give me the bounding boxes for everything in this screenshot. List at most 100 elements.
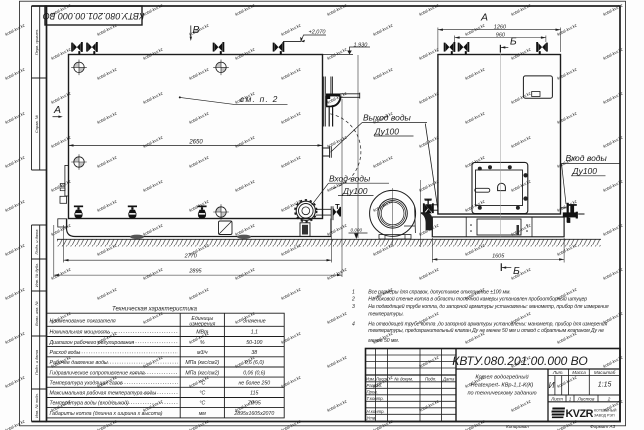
svg-text:Листов: Листов — [577, 396, 595, 401]
svg-text:Лист: Лист — [550, 396, 563, 401]
svg-text:1605: 1605 — [492, 253, 505, 259]
svg-text:Масса: Масса — [572, 370, 586, 375]
svg-text:Наименование показателя: Наименование показателя — [50, 319, 116, 325]
svg-text:KVZR: KVZR — [566, 408, 594, 420]
svg-text:Температура уходящих газов: Температура уходящих газов — [50, 380, 123, 386]
svg-text:2770: 2770 — [184, 254, 198, 260]
svg-text:не более 250: не более 250 — [238, 380, 270, 386]
svg-text:КВТУ.080.201.00.000 ВО: КВТУ.080.201.00.000 ВО — [43, 11, 145, 21]
svg-text:№ докум.: № докум. — [394, 377, 413, 382]
svg-text:Температура воды (вход/выход): Температура воды (вход/выход) — [50, 401, 129, 407]
svg-text:Расход воды: Расход воды — [50, 350, 81, 356]
svg-text:ЗАВОД РЭП: ЗАВОД РЭП — [594, 414, 615, 418]
svg-text:Выход воды: Выход воды — [363, 113, 412, 123]
svg-text:1: 1 — [569, 396, 572, 401]
svg-text:На подводящей трубе котла, д: На подводящей трубе котла, до запорной а… — [368, 303, 609, 310]
svg-text:Габариты котла (длинна х ширин: Габариты котла (длинна х ширина х высота… — [50, 411, 163, 417]
svg-text:Максимальная рабочая температу: Максимальная рабочая температура воды — [50, 391, 157, 397]
svg-text:0,06 (0,6): 0,06 (0,6) — [243, 370, 265, 376]
svg-text:Вход воды: Вход воды — [566, 153, 608, 163]
svg-text:Изм.: Изм. — [366, 377, 375, 382]
svg-text:Б: Б — [513, 265, 520, 277]
svg-text:МПа (кгс/см2): МПа (кгс/см2) — [185, 360, 219, 366]
svg-text:КОТЕЛЬНЫЙ: КОТЕЛЬНЫЙ — [594, 409, 617, 413]
svg-text:3: 3 — [352, 304, 355, 310]
svg-text:Т.контр.: Т.контр. — [367, 396, 384, 401]
svg-text:1,930: 1,930 — [354, 42, 369, 48]
svg-text:см. п. 2: см. п. 2 — [240, 94, 279, 104]
svg-text:Ду100: Ду100 — [342, 186, 368, 196]
svg-text:А: А — [480, 12, 488, 24]
svg-text:Инв. № дубл.: Инв. № дубл. — [34, 263, 39, 288]
svg-text:Heatexpert- КВр-1,1-К(К): Heatexpert- КВр-1,1-К(К) — [471, 383, 534, 389]
svg-text:4: 4 — [352, 321, 355, 327]
svg-text:70/95: 70/95 — [248, 401, 261, 407]
svg-text:Значение: Значение — [243, 319, 266, 325]
svg-text:Н.контр.: Н.контр. — [367, 409, 385, 414]
svg-text:Перв. примен.: Перв. примен. — [34, 29, 39, 56]
svg-text:Ду100: Ду100 — [374, 126, 400, 136]
svg-text:И: И — [549, 381, 555, 390]
svg-text:МПа (кгс/см2): МПа (кгс/см2) — [185, 370, 219, 376]
svg-text:На боковой стенке котла в обла: На боковой стенке котла в области топочн… — [368, 296, 587, 303]
svg-text:2650: 2650 — [188, 140, 203, 146]
svg-text:Котел водогрейный: Котел водогрейный — [475, 374, 528, 381]
svg-text:Масштаб: Масштаб — [594, 370, 616, 375]
svg-text:Рабочее давление воды: Рабочее давление воды — [50, 360, 108, 366]
svg-text:температуры, предохранительный: температуры, предохранительный клапан Ду… — [368, 327, 604, 334]
svg-text:1,1: 1,1 — [251, 330, 258, 336]
svg-text:В: В — [193, 24, 200, 36]
svg-text:Гидравлическое сопротивление к: Гидравлическое сопротивление котла — [50, 370, 145, 376]
svg-text:115: 115 — [250, 391, 258, 397]
svg-text:0,6 (6,0): 0,6 (6,0) — [245, 360, 265, 366]
svg-text:1:15: 1:15 — [598, 382, 612, 389]
svg-text:2895х1605х2070: 2895х1605х2070 — [233, 411, 274, 417]
svg-text:%: % — [200, 340, 205, 346]
svg-text:Лит.: Лит. — [552, 370, 564, 375]
svg-text:МВт: МВт — [196, 330, 209, 336]
svg-text:1260: 1260 — [494, 24, 507, 30]
svg-text:°С: °С — [199, 380, 205, 386]
svg-text:0.000: 0.000 — [351, 228, 363, 233]
svg-text:по техническому заданию: по техническому заданию — [467, 391, 537, 397]
svg-text:960: 960 — [496, 32, 506, 38]
svg-text:А: А — [53, 104, 61, 116]
svg-text:м3/ч: м3/ч — [197, 350, 208, 356]
svg-text:Копировал: Копировал — [506, 424, 529, 429]
svg-text:Инв. № подл.: Инв. № подл. — [34, 393, 39, 418]
svg-text:Лист: Лист — [375, 377, 387, 382]
svg-text:Подп.: Подп. — [425, 377, 436, 382]
svg-text:50-100: 50-100 — [246, 340, 262, 346]
svg-text:Формат А3: Формат А3 — [590, 424, 616, 429]
svg-text:На отводящей трубе котла ,до з: На отводящей трубе котла ,до запорной ар… — [368, 320, 607, 327]
svg-text:Дата: Дата — [442, 377, 455, 382]
svg-text:2: 2 — [607, 396, 611, 401]
svg-text:Б: Б — [510, 35, 517, 47]
svg-text:°С: °С — [199, 401, 205, 407]
svg-text:менее 50 мм.: менее 50 мм. — [368, 338, 399, 344]
svg-text:+2,070: +2,070 — [309, 29, 327, 35]
svg-text:Диапазон рабочего регулировани: Диапазон рабочего регулирования — [49, 340, 135, 346]
svg-text:38: 38 — [251, 350, 257, 356]
svg-text:Техническая характеристика: Техническая характеристика — [112, 307, 198, 313]
svg-text:измерения: измерения — [189, 322, 215, 328]
svg-text:Ду100: Ду100 — [572, 166, 598, 176]
svg-text:мм: мм — [199, 411, 207, 417]
svg-text:°С: °С — [199, 391, 205, 397]
svg-text:Утв.: Утв. — [367, 416, 377, 421]
svg-text:1: 1 — [352, 290, 355, 296]
svg-text:Взам. инв. №: Взам. инв. № — [34, 300, 39, 325]
svg-text:Справ. №: Справ. № — [34, 114, 39, 133]
svg-text:Пров.: Пров. — [367, 390, 378, 395]
svg-text:температуры.: температуры. — [368, 311, 404, 317]
svg-text:2895: 2895 — [188, 269, 202, 275]
svg-text:Вход воды: Вход воды — [329, 173, 371, 183]
svg-text:2: 2 — [351, 297, 355, 303]
svg-text:Единицы: Единицы — [191, 316, 213, 322]
svg-text:Подп. и дата: Подп. и дата — [34, 229, 39, 255]
svg-text:Разраб.: Разраб. — [367, 383, 383, 388]
svg-text:КВТУ.080.201.00.000 ВО: КВТУ.080.201.00.000 ВО — [452, 354, 588, 368]
svg-text:Номинальная мощность: Номинальная мощность — [50, 330, 111, 336]
svg-text:Подп. и дата: Подп. и дата — [34, 349, 39, 375]
svg-text:Все размеры для справок, допус: Все размеры для справок, допустимое откл… — [368, 290, 510, 296]
